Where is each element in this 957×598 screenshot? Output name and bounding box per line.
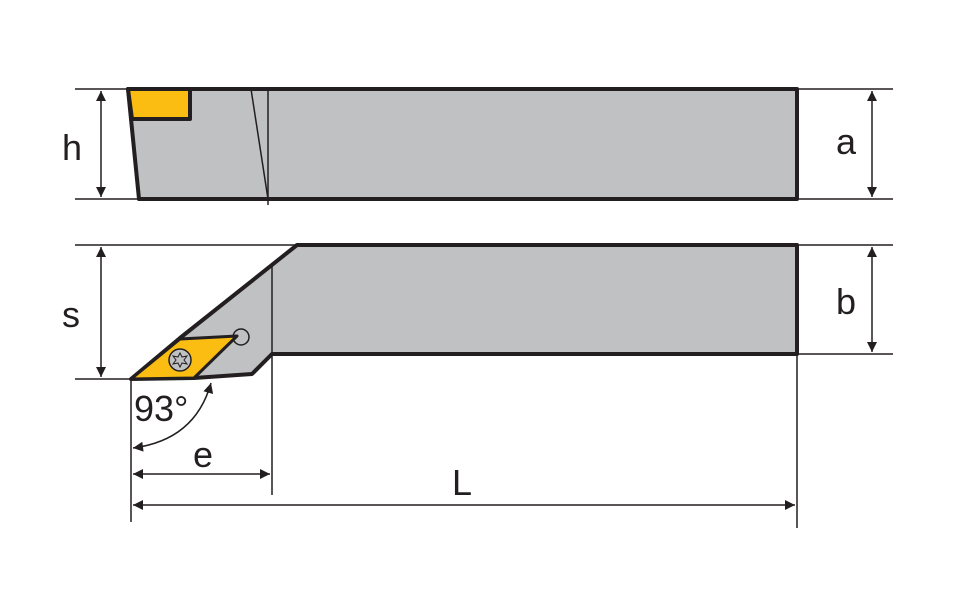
label-h: h	[62, 127, 82, 168]
label-s: s	[62, 294, 80, 335]
head-slope-line	[250, 88, 269, 200]
insert-side	[126, 87, 192, 121]
torx-screw-icon	[168, 348, 192, 372]
holder-body-top	[129, 243, 799, 381]
label-a: a	[836, 121, 857, 162]
angle-arc	[132, 382, 214, 452]
holder-body-side	[126, 87, 799, 201]
dimensions	[75, 88, 893, 528]
torx-star-icon	[171, 351, 189, 369]
side-view	[126, 87, 799, 205]
label-e: e	[193, 434, 213, 475]
label-L: L	[452, 462, 472, 503]
label-b: b	[836, 281, 856, 322]
top-view	[129, 243, 799, 381]
label-angle: 93°	[134, 388, 188, 429]
